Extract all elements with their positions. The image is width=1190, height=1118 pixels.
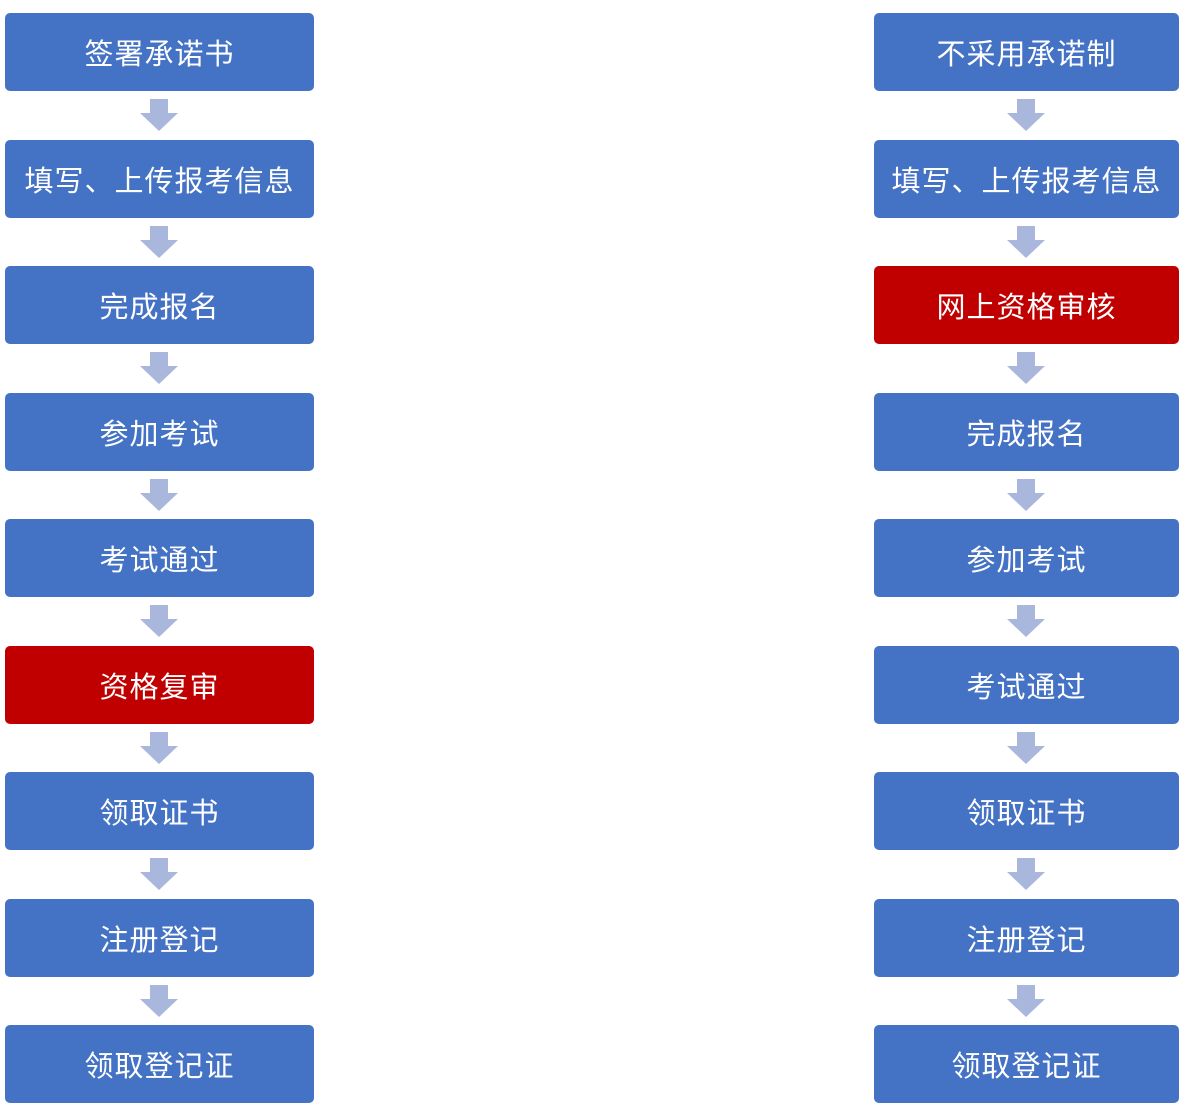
right-step-4: 完成报名 (874, 393, 1179, 471)
right-step-7: 领取证书 (874, 772, 1179, 850)
down-arrow-icon (1007, 226, 1045, 258)
left-step-6: 资格复审 (5, 646, 314, 724)
left-step-4: 参加考试 (5, 393, 314, 471)
down-arrow-icon (140, 605, 178, 637)
down-arrow-icon (140, 985, 178, 1017)
down-arrow-icon (140, 226, 178, 258)
right-step-3: 网上资格审核 (874, 266, 1179, 344)
right-step-9: 领取登记证 (874, 1025, 1179, 1103)
down-arrow-icon (1007, 605, 1045, 637)
down-arrow-icon (1007, 985, 1045, 1017)
down-arrow-icon (1007, 479, 1045, 511)
left-step-9: 领取登记证 (5, 1025, 314, 1103)
right-step-6: 考试通过 (874, 646, 1179, 724)
left-step-8: 注册登记 (5, 899, 314, 977)
down-arrow-icon (140, 99, 178, 131)
down-arrow-icon (140, 858, 178, 890)
down-arrow-icon (140, 352, 178, 384)
down-arrow-icon (140, 732, 178, 764)
left-step-3: 完成报名 (5, 266, 314, 344)
left-step-2: 填写、上传报考信息 (5, 140, 314, 218)
left-step-5: 考试通过 (5, 519, 314, 597)
right-step-5: 参加考试 (874, 519, 1179, 597)
down-arrow-icon (1007, 732, 1045, 764)
down-arrow-icon (1007, 99, 1045, 131)
right-step-1: 不采用承诺制 (874, 13, 1179, 91)
left-step-7: 领取证书 (5, 772, 314, 850)
down-arrow-icon (140, 479, 178, 511)
right-step-2: 填写、上传报考信息 (874, 140, 1179, 218)
left-step-1: 签署承诺书 (5, 13, 314, 91)
down-arrow-icon (1007, 352, 1045, 384)
right-step-8: 注册登记 (874, 899, 1179, 977)
down-arrow-icon (1007, 858, 1045, 890)
